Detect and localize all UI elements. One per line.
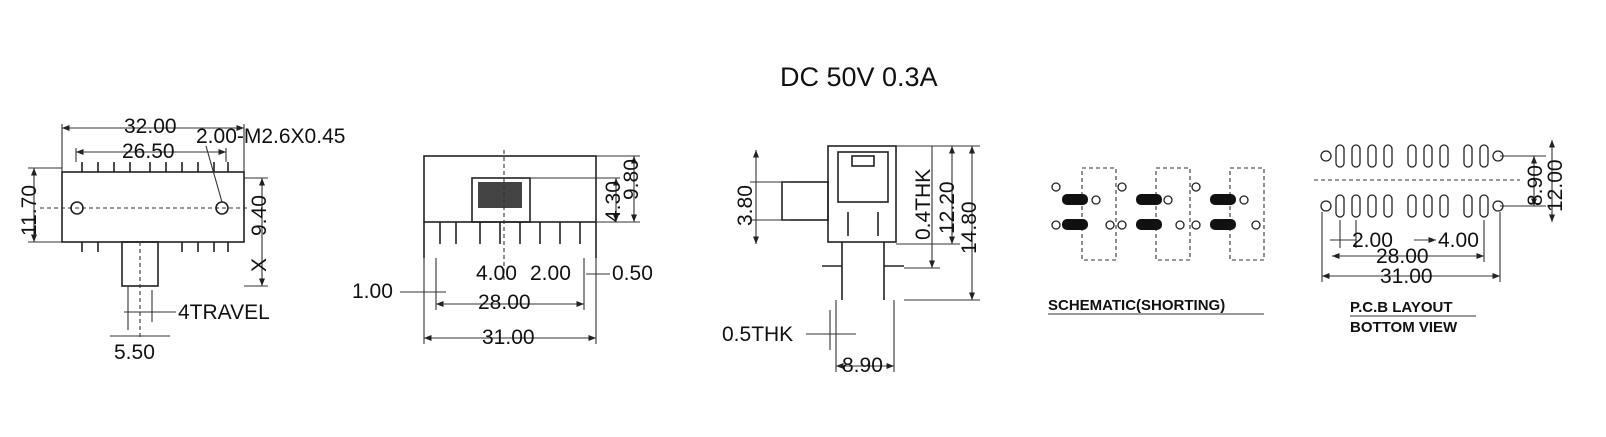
dim-inner-width: 26.50	[122, 140, 175, 163]
dim-actuator-h: 3.80	[734, 185, 757, 226]
mount-hole-left	[70, 201, 84, 215]
dim-x: X	[248, 258, 271, 272]
schematic-shorting-bars	[1062, 194, 1236, 230]
end-view: 3.80 0.4THK 12.20 14.80 0.5THK 8.90	[722, 145, 981, 377]
pcb-view: 8.90 12.00 2.00 4.00 28.00 31.00 P.C.B L…	[1314, 140, 1567, 336]
pcb-dim-span: 28.00	[1376, 245, 1429, 268]
pcb-caption-1: P.C.B LAYOUT	[1350, 299, 1453, 316]
dim-holes: 2.00-M2.6X0.45	[196, 125, 345, 148]
pcb-dim-pitch-b: 4.00	[1438, 229, 1479, 252]
pcb-dim-row-b: 12.00	[1544, 159, 1567, 212]
pcb-pads-bottom	[1320, 194, 1504, 218]
schematic-view: SCHEMATIC(SHORTING)	[1048, 167, 1265, 315]
pcb-dim-total: 31.00	[1380, 265, 1433, 288]
end-actuator	[781, 181, 829, 221]
dim-top-a: 4.30	[602, 181, 625, 222]
dim-depth: 8.90	[842, 354, 883, 377]
dim-total: 14.80	[958, 201, 981, 254]
dim-side: 9.40	[248, 195, 271, 236]
dim-pin: 0.50	[612, 262, 653, 285]
side-actuator	[471, 177, 531, 223]
dim-pin-span: 28.00	[478, 291, 531, 314]
dim-plate: 0.4THK	[912, 169, 935, 240]
schematic-contacts	[1051, 182, 1261, 230]
pcb-caption-2: BOTTOM VIEW	[1350, 319, 1458, 336]
dim-pin-thk: 0.5THK	[722, 323, 793, 346]
dim-overall-width: 32.00	[124, 115, 177, 138]
dim-left: 1.00	[352, 280, 393, 303]
dim-top-b: 9.80	[620, 159, 643, 200]
dim-mid: 12.20	[936, 181, 959, 234]
pcb-pads-top	[1320, 144, 1504, 168]
dim-height: 11.70	[18, 185, 41, 236]
dim-pitch-b: 2.00	[530, 262, 571, 285]
pcb-dim-pitch-a: 2.00	[1352, 229, 1393, 252]
pcb-dim-row-a: 8.90	[1524, 165, 1547, 206]
rating-title: DC 50V 0.3A	[780, 62, 938, 92]
schematic-caption: SCHEMATIC(SHORTING)	[1048, 297, 1225, 314]
side-view: 4.30 9.80 4.00 2.00 0.50 1.00 28.00 31.0…	[352, 150, 653, 349]
end-inner-frame	[837, 151, 889, 203]
dim-pitch-a: 4.00	[476, 262, 517, 285]
front-view: 32.00 26.50 2.00-M2.6X0.45 11.70 9.40 X …	[18, 115, 345, 364]
side-actuator-knob	[478, 182, 522, 208]
dim-body: 31.00	[482, 326, 535, 349]
dim-actuator: 5.50	[114, 341, 155, 364]
dim-travel: 4TRAVEL	[178, 301, 270, 324]
